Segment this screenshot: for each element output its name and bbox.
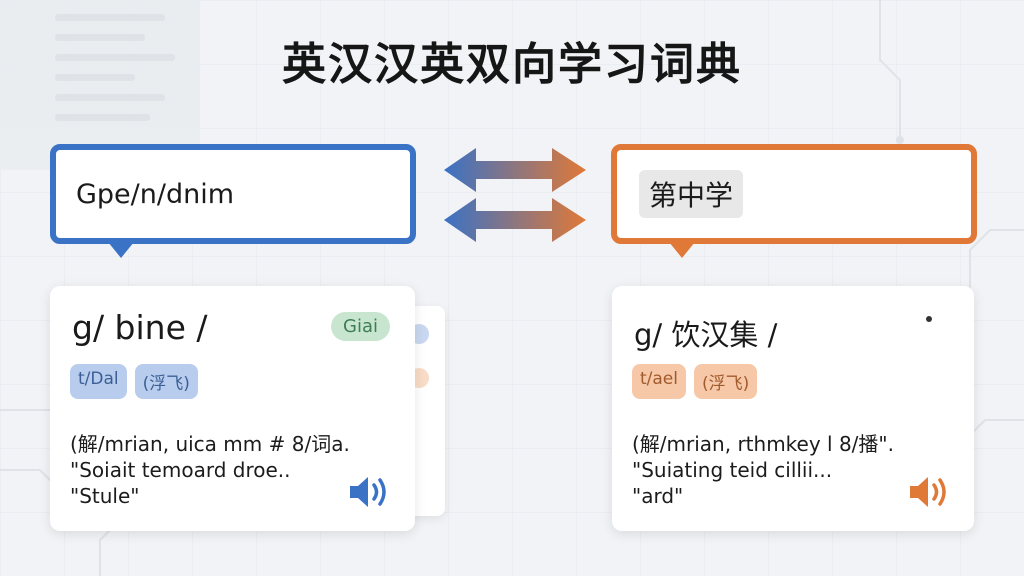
phonetic-chip: t/ael [632,364,686,399]
definition-line: "Suiating teid cillii... [632,458,833,482]
english-search-box[interactable] [50,144,416,258]
speaker-icon[interactable] [348,474,394,510]
speaker-icon[interactable] [908,474,954,510]
headword: g/ 饮汉集 / [634,318,778,352]
definition-line: (解/mrian, uica mm # 8/词a. [70,432,350,456]
level-badge: Giai [331,312,390,341]
definition-text: (解/mrian, rthmkey l 8/播". "Suiating teid… [632,431,894,509]
phonetic-chips: t/Dal (浮飞) [70,364,198,399]
english-search-input[interactable] [56,178,410,210]
definition-line: (解/mrian, rthmkey l 8/播". [632,432,894,456]
chinese-result-card: g/ 饮汉集 / t/ael (浮飞) (解/mrian, rthmkey l … [612,286,974,531]
dot-marker [926,316,932,322]
headword: g/ bine / [72,308,208,347]
definition-line: "Stule" [70,484,140,508]
chinese-search-input[interactable]: 第中学 [639,170,744,218]
swap-arrows-icon[interactable] [440,148,590,248]
english-result-card: g/ bine / Giai t/Dal (浮飞) (解/mrian, uica… [50,286,415,531]
background-document [0,0,200,170]
definition-line: "Soiait temoard droe.. [70,458,291,482]
page-title: 英汉汉英双向学习词典 [282,39,742,90]
phonetic-chip: (浮飞) [694,364,758,399]
phonetic-chip: (浮飞) [134,364,198,399]
chinese-search-box[interactable]: 第中学 [611,144,977,258]
phonetic-chip: t/Dal [70,364,127,399]
definition-line: "ard" [632,484,684,508]
phonetic-chips: t/ael (浮飞) [632,364,758,399]
definition-text: (解/mrian, uica mm # 8/词a. "Soiait temoar… [70,431,350,509]
